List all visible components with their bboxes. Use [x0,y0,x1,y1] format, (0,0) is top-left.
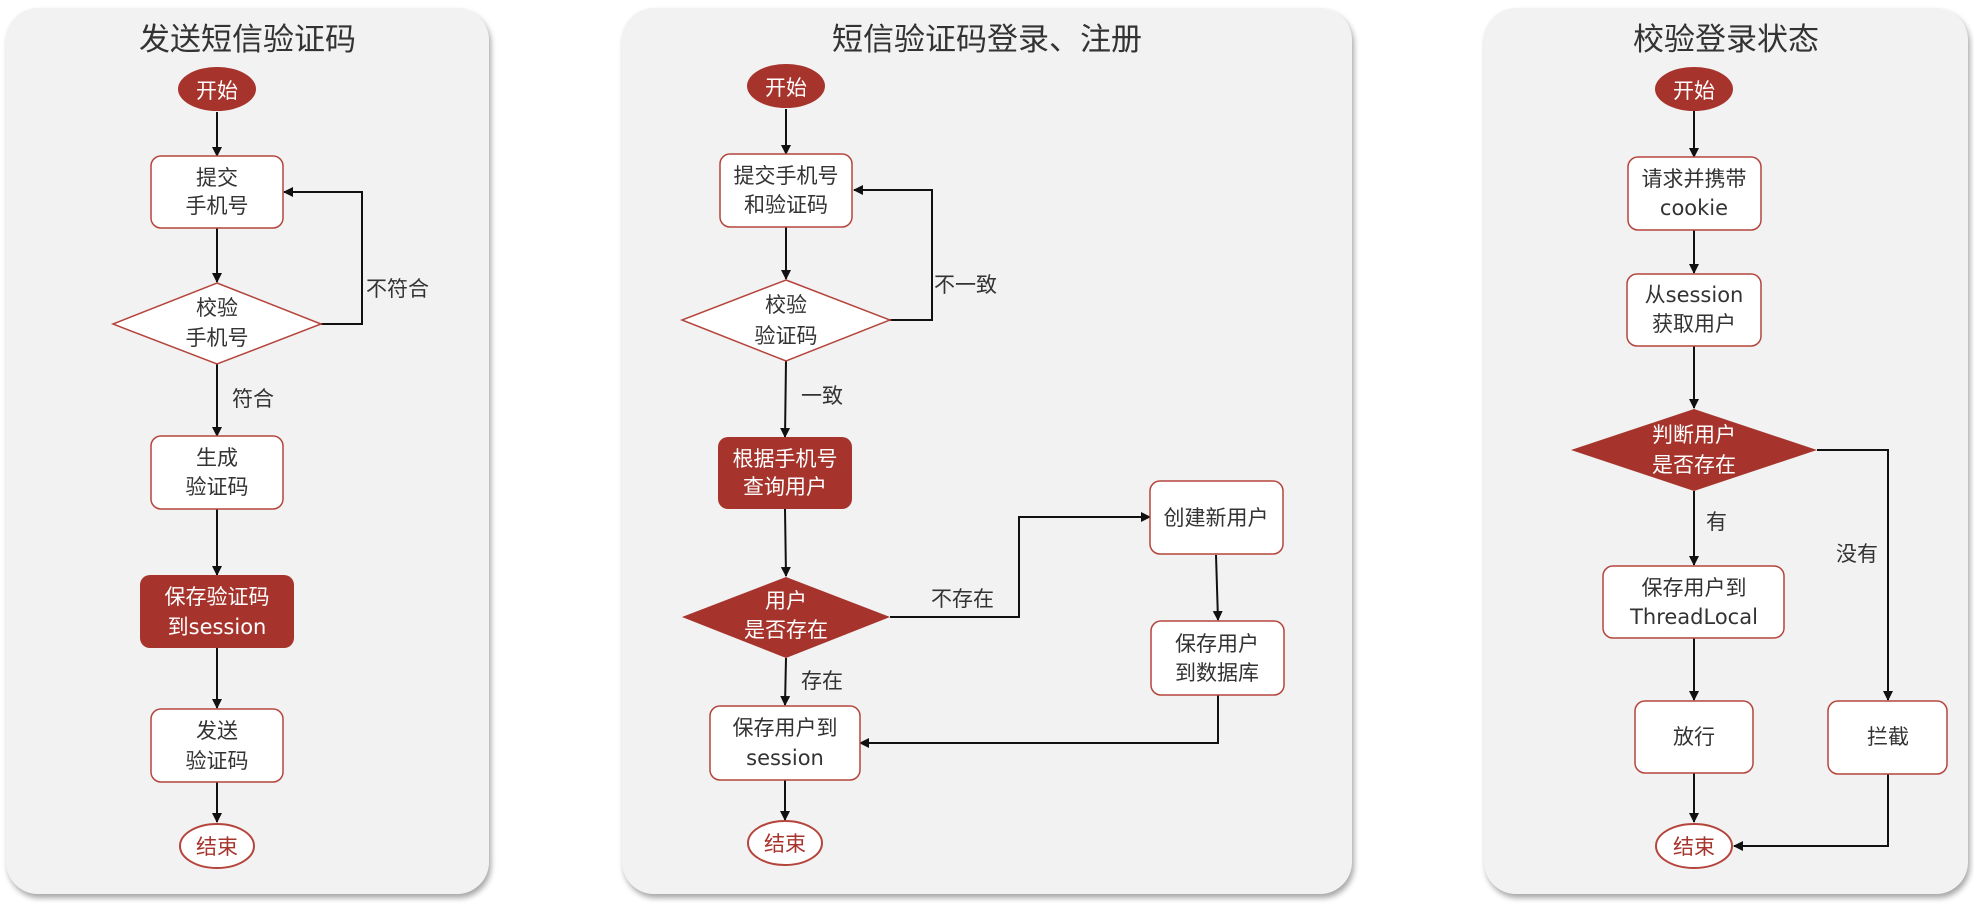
request-cookie-line1: 请求并携带 [1642,167,1747,191]
submit-phone-line2: 手机号 [186,194,249,218]
not-match-label: 不符合 [366,277,429,301]
save-code-line1: 保存验证码 [165,585,270,609]
submit-phone-code-line1: 提交手机号 [734,164,839,188]
panel-send-sms-code: 发送短信验证码 开始 提交 手机号 校验 手机号 不符合 符合 [6,8,489,894]
flowchart-check-login-status: 开始 请求并携带 cookie 从session 获取用户 判断用户 是否存在 … [1571,67,1948,869]
judge-user-decision: 判断用户 是否存在 [1571,409,1817,491]
validate-code-decision: 校验 验证码 [679,279,893,362]
user-exists-decision: 用户 是否存在 [682,577,890,658]
validate-phone-decision: 校验 手机号 [110,282,324,365]
save-code-line2: 到session [168,615,267,639]
intercept-node: 拦截 [1827,700,1948,775]
panel-check-login-status: 校验登录状态 开始 请求并携带 cookie 从session 获取用户 [1484,8,1968,894]
save-session-line2: session [746,746,824,770]
save-session-line1: 保存用户到 [733,716,838,740]
end-label: 结束 [196,835,238,859]
panel-title: 短信验证码登录、注册 [832,22,1142,58]
none-label: 没有 [1836,542,1878,566]
judge-user-line2: 是否存在 [1652,453,1736,477]
connectors [780,109,1223,821]
start-node: 开始 [747,64,825,108]
panel-title: 校验登录状态 [1633,22,1819,58]
allow-node: 放行 [1634,700,1754,774]
send-code-line1: 发送 [196,719,238,743]
intercept-label: 拦截 [1867,725,1909,749]
submit-phone-code-line2: 和验证码 [744,193,828,217]
validate-phone-line2: 手机号 [186,326,249,350]
end-node: 结束 [179,823,255,869]
connectors [212,112,363,823]
consistent-label: 一致 [801,384,843,408]
query-user-line2: 查询用户 [743,475,827,499]
save-db-node: 保存用户 到数据库 [1150,620,1285,696]
match-label: 符合 [232,387,274,411]
inconsistent-label: 不一致 [934,273,997,297]
panel-sms-login-register: 短信验证码登录、注册 开始 提交手机号 和验证码 校验 验证码 [622,8,1352,894]
generate-code-line1: 生成 [196,446,238,470]
not-exists-label: 不存在 [931,587,994,611]
end-node: 结束 [747,820,823,866]
request-cookie-line2: cookie [1660,196,1728,220]
save-session-node: 保存用户到 session [709,705,861,781]
start-label: 开始 [1673,79,1715,103]
start-node: 开始 [1655,67,1733,111]
has-label: 有 [1706,510,1727,534]
query-user-node: 根据手机号 查询用户 [718,437,852,509]
connectors [1689,111,1893,851]
end-label: 结束 [1673,835,1715,859]
end-label: 结束 [764,832,806,856]
flowchart-send-sms-code: 开始 提交 手机号 校验 手机号 不符合 符合 生成 验证码 保存验证码 到se… [110,67,429,869]
judge-user-line1: 判断用户 [1652,423,1736,447]
get-user-line1: 从session [1645,283,1744,307]
start-node: 开始 [178,67,256,111]
validate-code-line2: 验证码 [755,324,818,348]
validate-code-line1: 校验 [765,293,807,317]
save-threadlocal-line2: ThreadLocal [1629,605,1758,629]
create-user-label: 创建新用户 [1164,506,1269,530]
create-user-node: 创建新用户 [1149,480,1284,555]
validate-phone-line1: 校验 [196,296,238,320]
user-exists-line1: 用户 [765,589,807,613]
start-label: 开始 [765,76,807,100]
allow-label: 放行 [1673,725,1715,749]
submit-phone-line1: 提交 [196,166,238,190]
save-threadlocal-node: 保存用户到 ThreadLocal [1602,565,1785,639]
get-user-node: 从session 获取用户 [1626,273,1762,347]
generate-code-node: 生成 验证码 [150,435,284,510]
generate-code-line2: 验证码 [186,475,249,499]
save-code-node: 保存验证码 到session [140,575,294,648]
submit-phone-node: 提交 手机号 [150,155,284,229]
send-code-node: 发送 验证码 [150,708,284,783]
panel-title: 发送短信验证码 [139,22,356,58]
user-exists-line2: 是否存在 [744,618,828,642]
request-cookie-node: 请求并携带 cookie [1627,156,1762,231]
submit-phone-code-node: 提交手机号 和验证码 [719,153,853,228]
save-threadlocal-line1: 保存用户到 [1642,576,1747,600]
save-db-line2: 到数据库 [1175,661,1259,685]
save-db-line1: 保存用户 [1175,632,1259,656]
flowchart-sms-login-register: 开始 提交手机号 和验证码 校验 验证码 不一致 一致 根据手机号 查询用户 用… [679,64,1285,866]
exists-label: 存在 [801,669,843,693]
query-user-line1: 根据手机号 [733,447,838,471]
start-label: 开始 [196,79,238,103]
get-user-line2: 获取用户 [1652,312,1736,336]
end-node: 结束 [1655,823,1733,869]
send-code-line2: 验证码 [186,749,249,773]
